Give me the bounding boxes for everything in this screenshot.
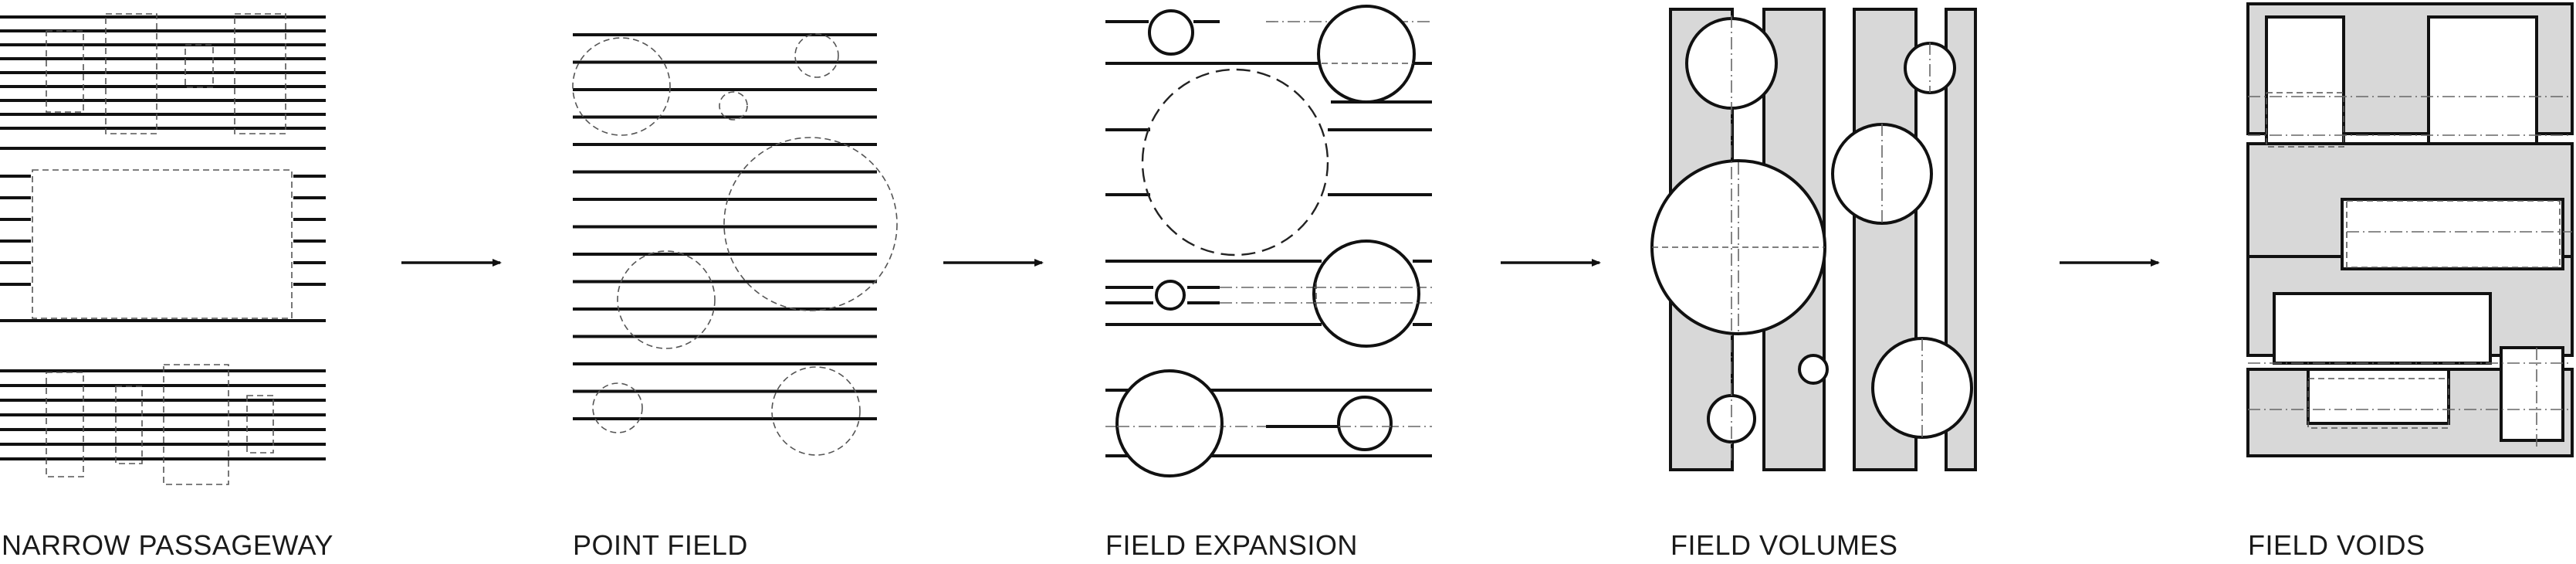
stage-label: FIELD VOIDS	[2248, 529, 2425, 561]
field-points	[572, 33, 898, 456]
panel-point-field: POINT FIELD	[572, 33, 898, 561]
void-blocks	[2246, 2, 2574, 457]
stage-label: POINT FIELD	[573, 529, 748, 561]
panel-field-volumes: FIELD VOLUMES	[1650, 8, 1977, 561]
panel-field-expansion: FIELD EXPANSION	[1105, 5, 1433, 561]
volume-circles	[1650, 15, 1973, 464]
stage-label: FIELD VOLUMES	[1671, 529, 1898, 561]
passage-void-rectangles	[32, 13, 293, 485]
panel-field-voids: FIELD VOIDS	[2246, 2, 2574, 561]
stage-label: FIELD EXPANSION	[1105, 529, 1358, 561]
expansion-circles	[1115, 5, 1420, 477]
void-dashed-guides	[2248, 92, 2572, 448]
passage-lines	[0, 15, 326, 460]
stage-label: NARROW PASSAGEWAY	[2, 529, 333, 561]
panel-narrow-passageway: NARROW PASSAGEWAY	[0, 13, 333, 561]
field-lines	[573, 33, 877, 420]
